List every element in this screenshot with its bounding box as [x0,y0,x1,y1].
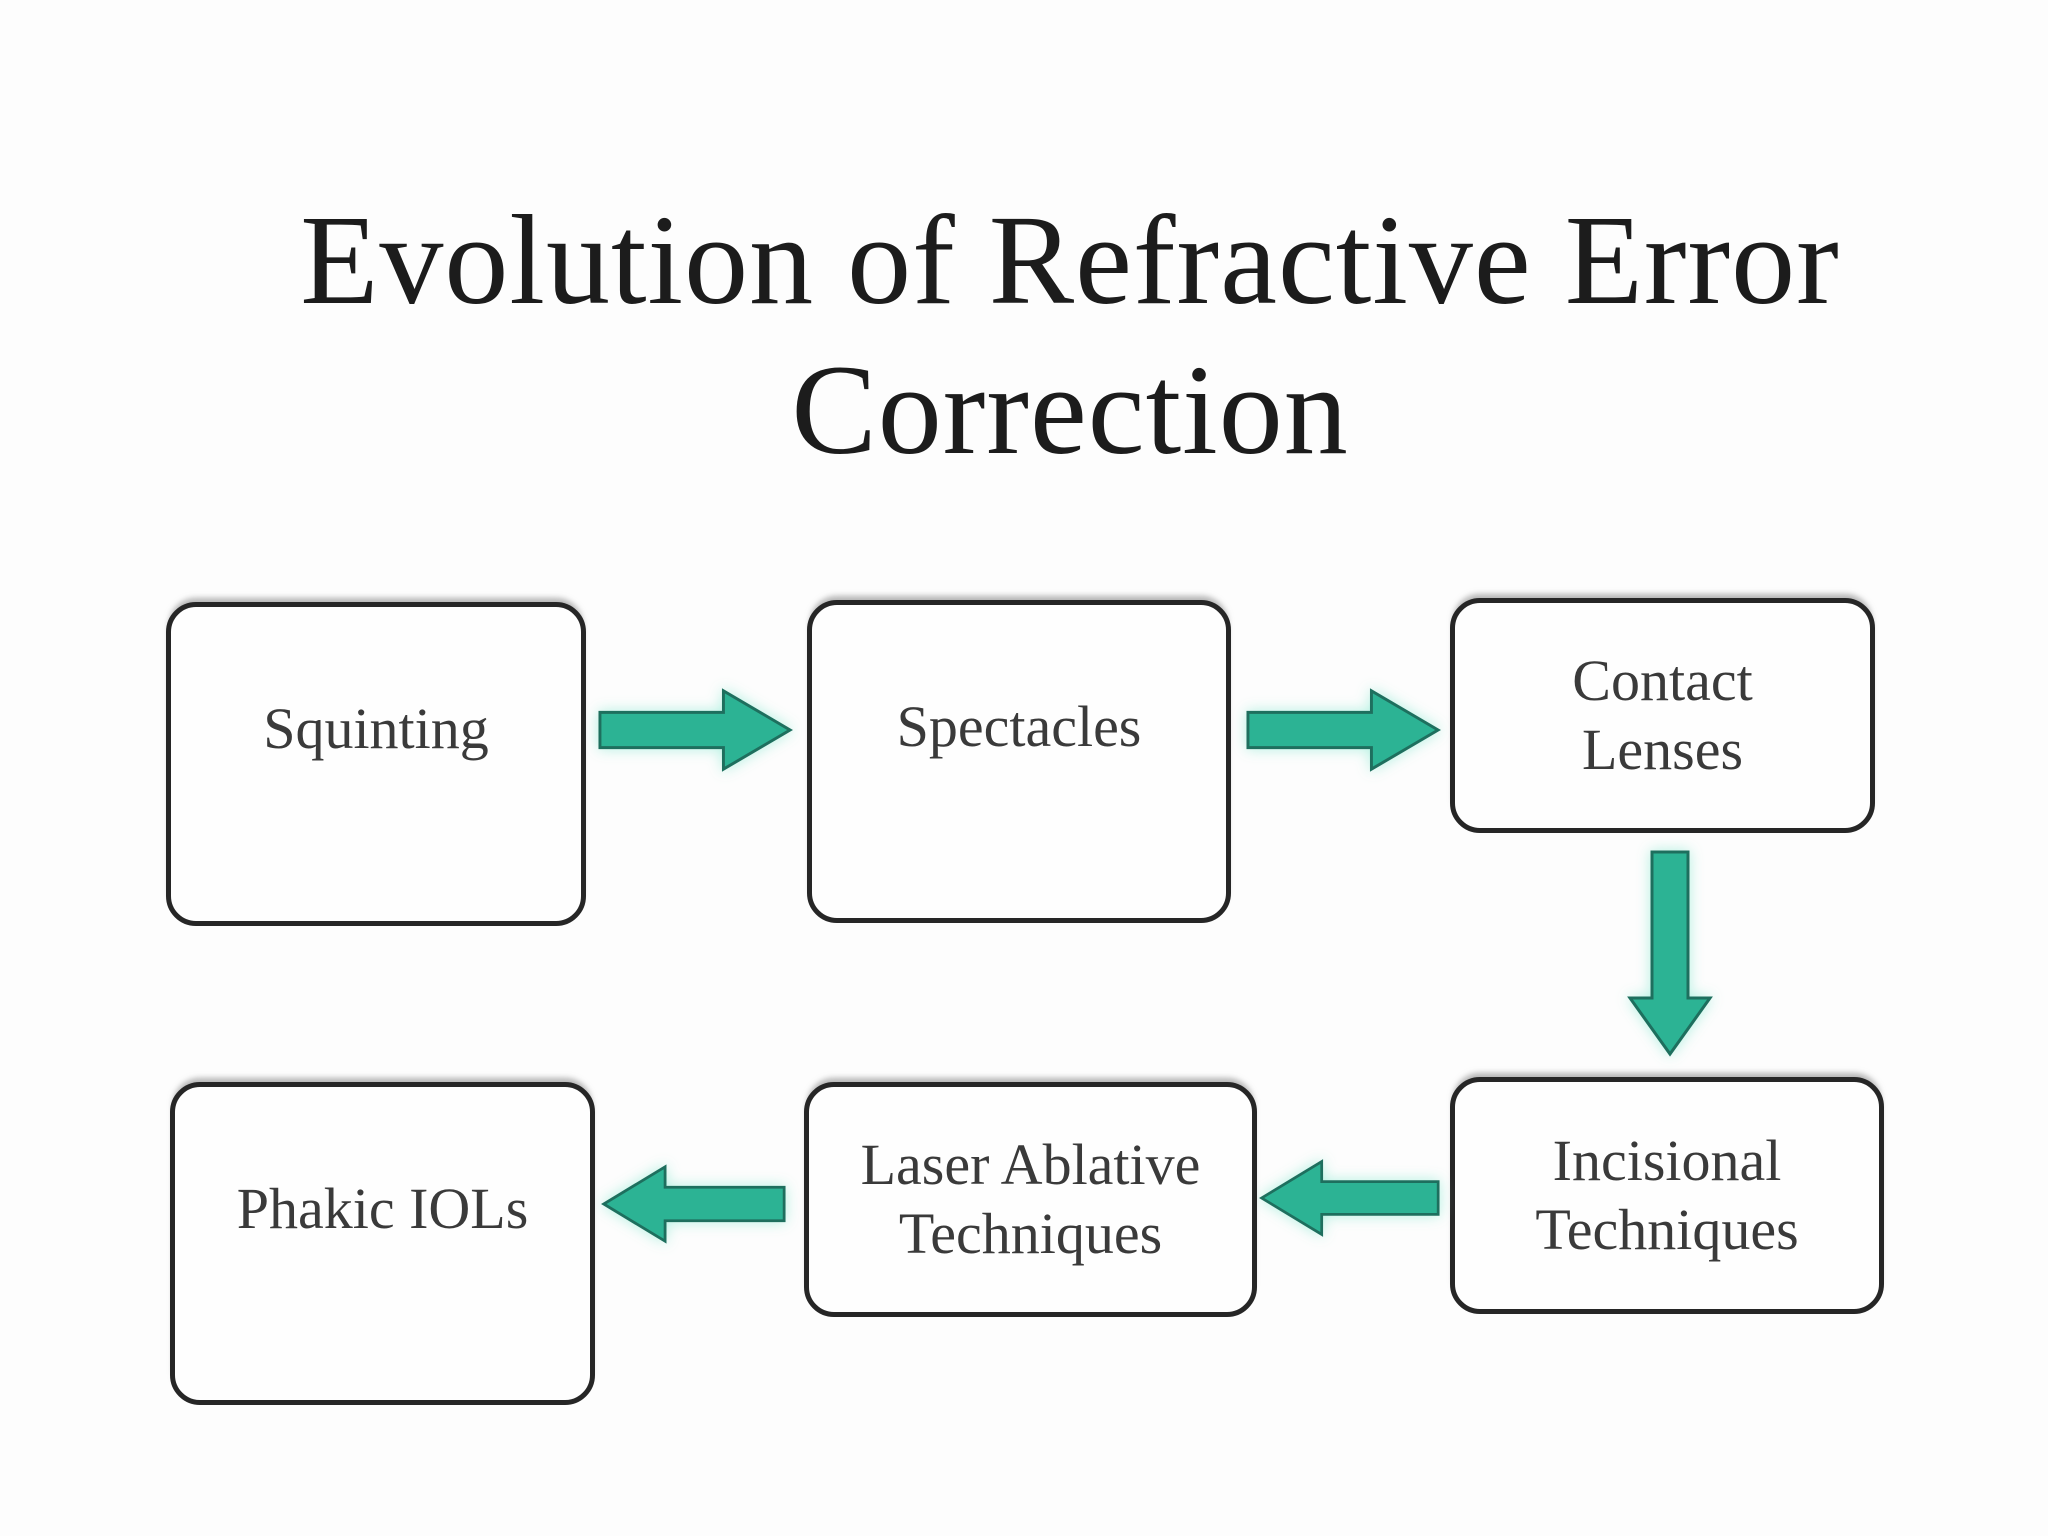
node-phakic-iols-label: Phakic IOLs [236,1176,529,1241]
node-laser-ablative-label-line-1: Laser Ablative [860,1132,1201,1198]
slide-title-line-1: Evolution of Refractive Error [300,189,1840,331]
node-spectacles-label: Spectacles [896,694,1142,759]
arrow-left-icon [601,1164,786,1244]
node-contact-lenses: Contact Lenses [1450,598,1875,833]
connector-squinting-to-spectacles [598,684,794,776]
slide-title-line-2: Correction [791,338,1349,481]
connector-spectacles-to-contact-lenses [1246,684,1442,776]
node-phakic-iols: Phakic IOLs [170,1082,595,1405]
node-laser-ablative-techniques: Laser Ablative Techniques [804,1082,1257,1317]
connector-incisional-to-laser-ablative [1258,1152,1440,1244]
arrow-right-icon [598,688,793,772]
node-squinting: Squinting [166,602,586,926]
node-contact-lenses-label-line-1: Contact [1572,648,1753,714]
node-squinting-label: Squinting [263,696,489,761]
arrow-left-icon [1259,1159,1440,1237]
connector-contact-lenses-to-incisional-techniques [1627,850,1713,1057]
node-spectacles: Spectacles [807,600,1231,923]
node-laser-ablative-label-line-2: Techniques [898,1200,1163,1266]
slide-title: Evolution of Refractive Error Correction [290,186,1850,486]
node-incisional-techniques-label-line-2: Techniques [1535,1196,1799,1262]
node-incisional-techniques-label-line-1: Incisional [1552,1128,1782,1194]
node-contact-lenses-label-line-2: Lenses [1581,716,1744,782]
arrow-down-icon [1627,850,1713,1057]
connector-laser-ablative-to-phakic-iols [600,1158,786,1250]
arrow-right-icon [1246,688,1441,772]
node-incisional-techniques: Incisional Techniques [1450,1077,1884,1314]
